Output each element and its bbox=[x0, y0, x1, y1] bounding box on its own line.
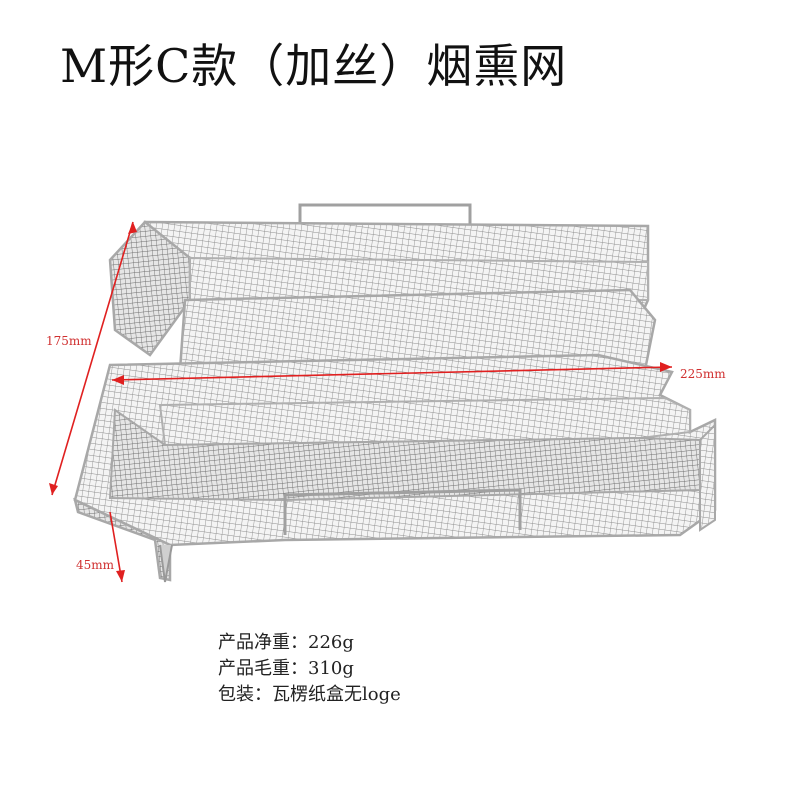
net-weight: 产品净重：226g bbox=[218, 632, 354, 653]
width-arrow-left bbox=[112, 375, 124, 385]
height-dimension-label: 175mm bbox=[46, 334, 92, 348]
height-arrow-bottom bbox=[49, 483, 58, 495]
depth-dimension-line bbox=[109, 511, 123, 583]
depth-arrow-bottom bbox=[116, 570, 125, 582]
height-dimension-line bbox=[51, 221, 134, 496]
product-title: M形C款（加丝）烟熏网 bbox=[60, 39, 568, 93]
back-handle bbox=[298, 203, 472, 226]
width-dimension-line bbox=[111, 366, 673, 381]
back-tray-inner bbox=[189, 256, 649, 301]
width-dimension-label: 225mm bbox=[680, 367, 726, 381]
depth-dimension-label: 45mm bbox=[76, 558, 115, 572]
packaging: 包装：瓦楞纸盒无loge bbox=[218, 684, 401, 705]
width-arrow-right bbox=[660, 362, 672, 372]
front-handle bbox=[283, 488, 522, 535]
left-leg bbox=[159, 544, 173, 583]
gross-weight: 产品毛重：310g bbox=[218, 658, 354, 679]
right-leg bbox=[699, 422, 716, 532]
product-specs: 产品净重：226g 产品毛重：310g 包装：瓦楞纸盒无loge bbox=[218, 630, 401, 708]
height-arrow-top bbox=[128, 222, 137, 234]
